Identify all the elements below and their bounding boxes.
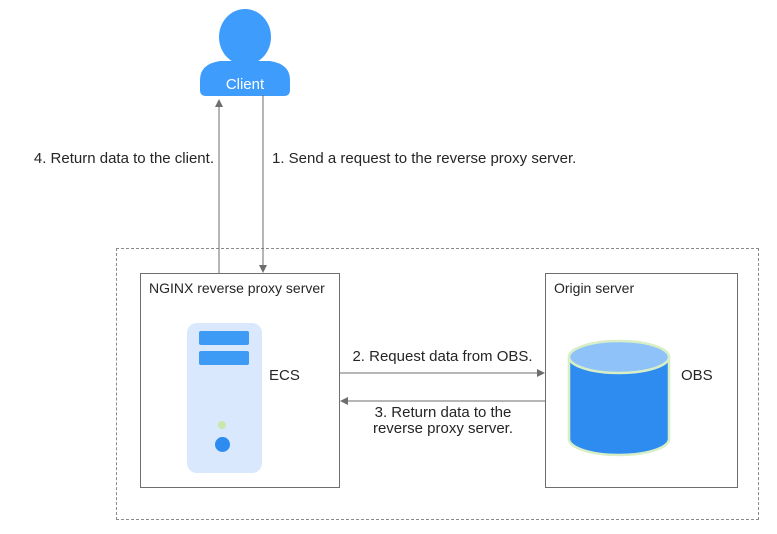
server-bar-icon	[199, 331, 249, 345]
step3-label: 3. Return data to the reverse proxy serv…	[372, 404, 514, 437]
power-button-icon	[215, 437, 230, 452]
power-led-icon	[218, 421, 226, 429]
step4-label: 4. Return data to the client.	[33, 150, 214, 167]
step2-label: 2. Request data from OBS.	[352, 348, 533, 365]
server-tower-icon	[187, 323, 262, 473]
ecs-label: ECS	[269, 367, 300, 384]
database-cylinder-icon	[567, 339, 671, 457]
dashed-boundary-box	[116, 248, 759, 520]
nginx-box-title: NGINX reverse proxy server	[149, 280, 325, 296]
origin-box-title: Origin server	[554, 280, 635, 296]
server-bar-icon	[199, 351, 249, 365]
client-label: Client	[226, 76, 265, 93]
obs-label: OBS	[681, 367, 713, 384]
client-person-icon: Client	[200, 9, 290, 96]
step1-label: 1. Send a request to the reverse proxy s…	[272, 150, 577, 167]
